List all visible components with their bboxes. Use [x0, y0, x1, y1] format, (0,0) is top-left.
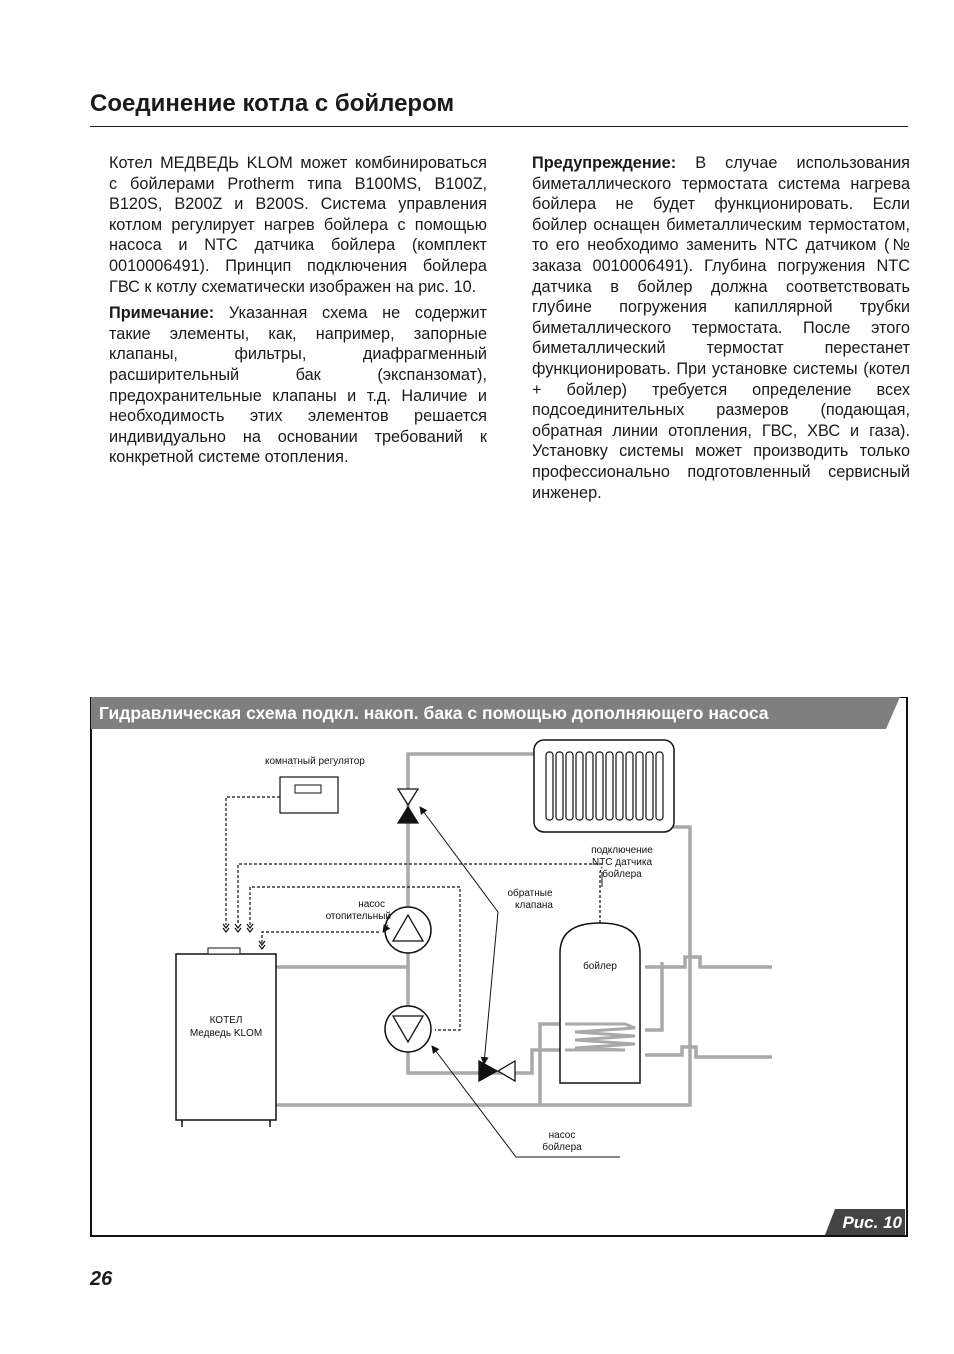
ntc-label-line1: подключение [591, 845, 653, 856]
warning-paragraph: Предупреждение: В случае использования б… [532, 153, 910, 503]
figure-caption-text: Рис. 10 [842, 1213, 902, 1232]
heating-pump-label-line2: отопительный [326, 911, 391, 922]
boiler-pump-label-line1: насос [549, 1130, 576, 1141]
left-column: Котел МЕДВЕДЬ KLOM может комбинироваться… [109, 153, 487, 474]
dhw-outlet [645, 955, 772, 969]
check-valve-boiler [478, 1059, 516, 1083]
dhw-tank [559, 922, 641, 1084]
diagram-header-band [91, 697, 900, 729]
radiator [533, 739, 675, 833]
page-number: 26 [90, 1268, 113, 1290]
connection-chevrons [222, 923, 266, 950]
check-valves-label-line1: обратные [507, 887, 552, 899]
note-paragraph: Примечание: Указанная схема не содержит … [109, 303, 487, 468]
intro-paragraph: Котел МЕДВЕДЬ KLOM может комбинироваться… [109, 154, 487, 296]
room-regulator-label: комнатный регулятор [265, 756, 365, 767]
check-valve-supply [396, 788, 420, 824]
warning-text: В случае использования биметаллического … [532, 154, 910, 502]
hydraulic-diagram: Гидравлическая схема подкл. накоп. бака … [90, 697, 908, 1237]
supply-pipe [276, 752, 534, 969]
figure-caption [825, 1209, 905, 1235]
coil-feed [538, 1022, 565, 1105]
page-title: Соединение котла с бойлером [90, 90, 455, 117]
diagram-header: Гидравлическая схема подкл. накоп. бака … [99, 703, 769, 723]
heating-pump [384, 906, 432, 954]
title-rule [90, 126, 908, 127]
leader-lines [382, 806, 620, 1158]
note-label: Примечание: [109, 304, 215, 323]
cold-inlet [645, 1045, 772, 1059]
room-regulator [279, 776, 339, 814]
boiler-tank-label: бойлер [583, 960, 617, 972]
kotel-label-line2: Медведь KLOM [190, 1028, 262, 1039]
boiler-pump-label-line2: бойлера [542, 1141, 582, 1153]
warning-label: Предупреждение: [532, 154, 677, 172]
kotel-label-line1: КОТЕЛ [210, 1015, 243, 1026]
control-wiring [225, 796, 603, 1031]
boiler-pump [384, 1005, 432, 1053]
pipes [276, 752, 772, 1107]
kotel-unit [175, 947, 277, 1127]
note-text: Указанная схема не содержит такие элемен… [109, 304, 487, 467]
ntc-label-line3: бойлера [602, 868, 642, 880]
right-column: Предупреждение: В случае использования б… [532, 153, 910, 509]
radiator-return-pipe [276, 825, 692, 1107]
coil-right [645, 962, 664, 1032]
check-valves-label-line2: клапана [515, 900, 553, 911]
ntc-label-line2: NTC датчика [592, 857, 652, 868]
heating-pump-label-line1: насос [358, 899, 385, 910]
